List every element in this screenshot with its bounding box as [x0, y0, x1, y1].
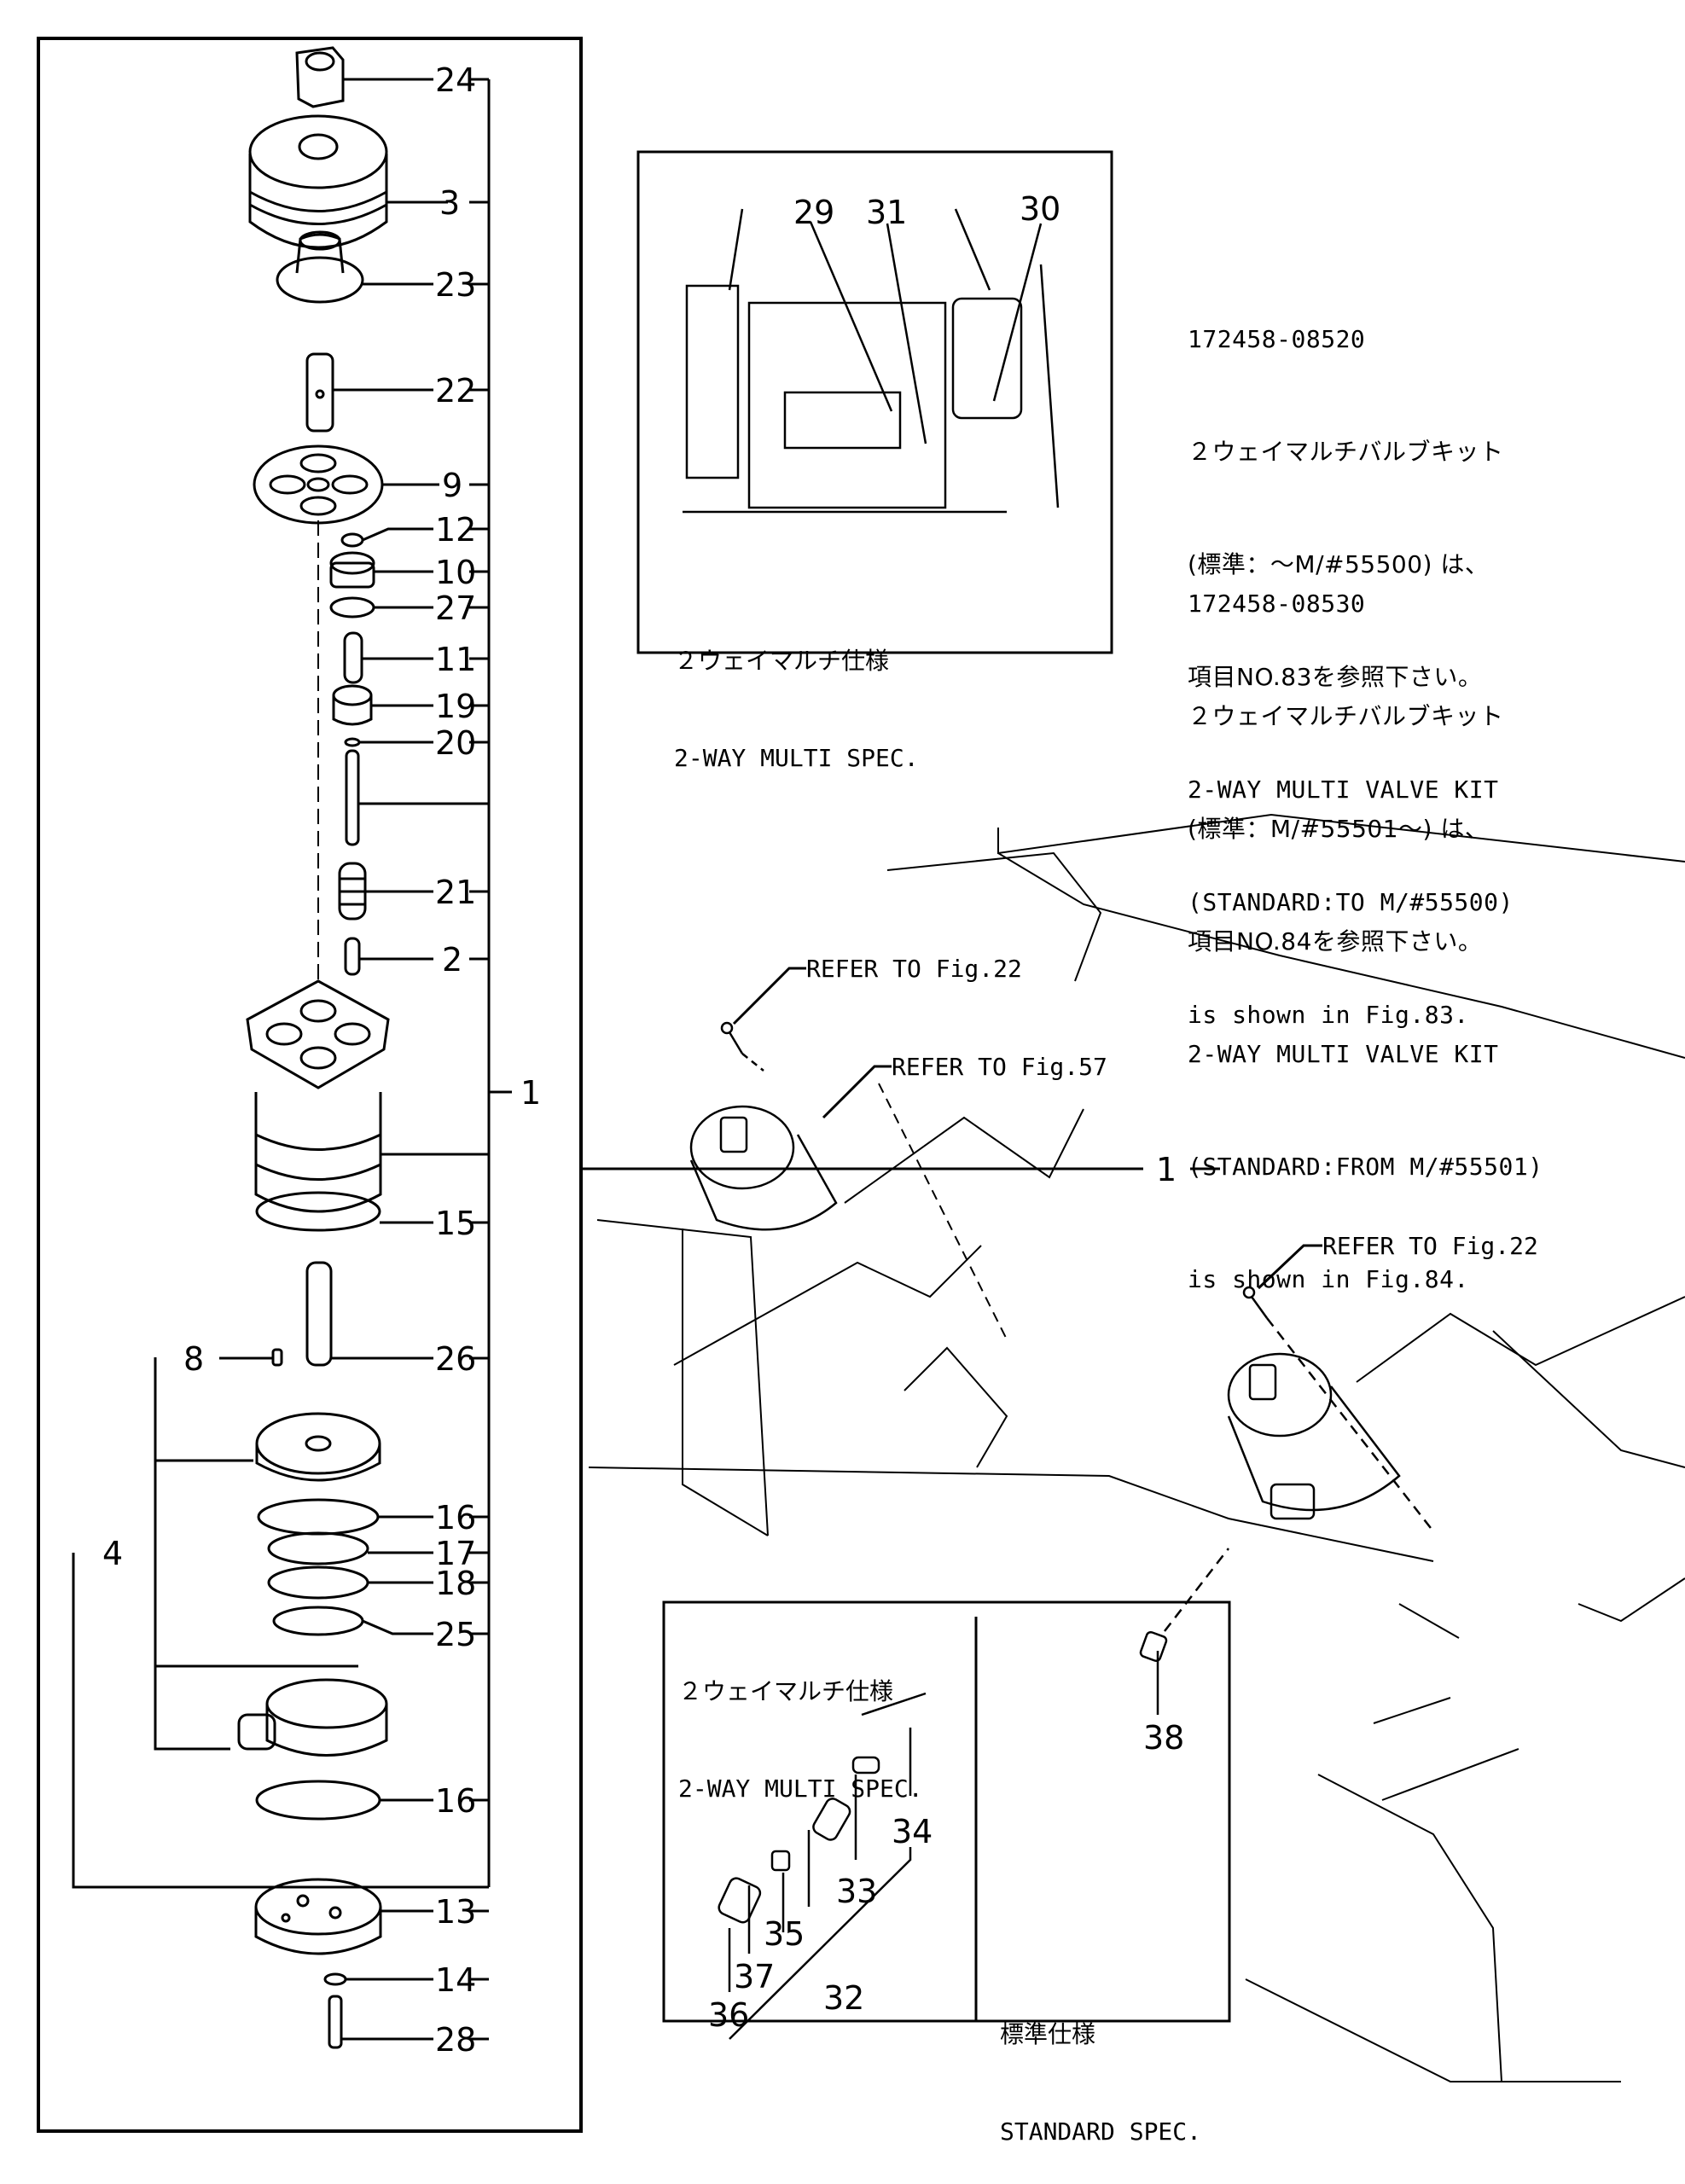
part-4-cover	[255, 1412, 381, 1482]
callout-13: 13	[435, 1893, 476, 1931]
callout-1: 1	[520, 1074, 541, 1112]
callout-8: 8	[183, 1340, 204, 1378]
callout-9: 9	[442, 467, 462, 504]
kit-note-2-line: is shown in Fig.84.	[1188, 1265, 1469, 1293]
kit-note-1: 172458-08520 ２ウェイマルチバルブキット (標準：～M/#55500…	[1188, 246, 1514, 1072]
pilot-valve-lower	[1227, 1352, 1401, 1520]
bottom-inset-right-caption: 標準仕様 STANDARD SPEC.	[1000, 1954, 1201, 2181]
callout-29: 29	[793, 194, 834, 231]
part-28-bolt	[328, 1995, 343, 2049]
callout-35: 35	[764, 1915, 805, 1953]
callout-4: 4	[102, 1535, 123, 1572]
kit-note-2-line: (標準：M/#55501～) は、	[1188, 815, 1490, 843]
pilot-valve-upper	[689, 1105, 838, 1231]
callout-20: 20	[435, 724, 476, 762]
left-panel-frame	[37, 37, 583, 2133]
callout-17: 17	[435, 1535, 476, 1572]
machine-frame-illustration	[588, 813, 1685, 2082]
kit-note-1-part-number: 172458-08520	[1188, 325, 1366, 353]
callout-11: 11	[435, 641, 476, 678]
callout-31: 31	[866, 194, 907, 231]
part-17-o-ring	[267, 1531, 369, 1565]
callout-32: 32	[823, 1979, 864, 2017]
kit-note-1-line: ２ウェイマルチバルブキット	[1188, 438, 1504, 466]
callout-15: 15	[435, 1205, 476, 1242]
bracket-line-4-inner	[154, 1357, 230, 1751]
callout-36: 36	[708, 1996, 749, 2034]
callout-18: 18	[435, 1565, 476, 1602]
part-3-cap	[248, 114, 388, 249]
callout-1-main: 1	[1156, 1151, 1177, 1188]
part-19-guide	[332, 684, 373, 726]
part-spool	[345, 749, 360, 846]
kit-note-2-line: ２ウェイマルチバルブキット	[1188, 702, 1504, 730]
callout-24: 24	[435, 61, 476, 99]
kit-note-2-line: 項目NO.84を参照下さい。	[1188, 927, 1483, 956]
callout-28: 28	[435, 2021, 476, 2059]
callout-23: 23	[435, 266, 476, 304]
callout-16-lower: 16	[435, 1782, 476, 1820]
kit-note-2-part-number: 172458-08530	[1188, 590, 1366, 618]
callout-10: 10	[435, 554, 476, 591]
multi-spec-parts	[718, 1692, 927, 2040]
part-1-body	[246, 979, 390, 1213]
part-23-bushing	[276, 230, 364, 304]
callout-25: 25	[435, 1616, 476, 1653]
callout-27: 27	[435, 590, 476, 627]
bolt-upper	[720, 1021, 764, 1072]
refer-label-fig22-upper: REFER TO Fig.22	[806, 955, 1022, 983]
callout-14: 14	[435, 1961, 476, 1999]
callout-21: 21	[435, 874, 476, 911]
kit-note-1-line: 項目NO.83を参照下さい。	[1188, 663, 1483, 691]
part-collar	[237, 1678, 388, 1757]
kit-note-2-line: 2-WAY MULTI VALVE KIT	[1188, 1040, 1499, 1068]
part-38-plug	[1139, 1548, 1229, 1715]
refer-label-fig57: REFER TO Fig.57	[892, 1053, 1107, 1081]
part-10-seal	[329, 551, 375, 589]
part-24-hex-nut	[295, 46, 345, 108]
top-inset-caption-jp: ２ウェイマルチ仕様	[674, 647, 890, 675]
kit-note-2: 172458-08530 ２ウェイマルチバルブキット (標準：M/#55501～…	[1188, 510, 1543, 1336]
part-22-fitting	[305, 352, 334, 433]
callout-26: 26	[435, 1340, 476, 1378]
callout-33: 33	[836, 1873, 877, 1910]
control-station-illustration	[683, 208, 1060, 514]
part-2-spring	[344, 937, 361, 976]
kit-note-1-line: is shown in Fig.83.	[1188, 1001, 1469, 1029]
kit-note-1-line: (標準：～M/#55500) は、	[1188, 550, 1490, 578]
bottom-inset-left-caption: ２ウェイマルチ仕様 2-WAY MULTI SPEC.	[678, 1611, 923, 1838]
top-inset-frame	[636, 150, 1113, 654]
bracket-line-4	[72, 1553, 489, 1889]
callout-38: 38	[1143, 1719, 1184, 1757]
kit-note-1-line: 2-WAY MULTI VALVE KIT	[1188, 775, 1499, 804]
bottom-inset-frame	[662, 1600, 1231, 2023]
callout-30: 30	[1020, 190, 1060, 228]
part-26-shaft	[305, 1261, 333, 1367]
callout-22: 22	[435, 372, 476, 410]
refer-label-fig22-lower: REFER TO Fig.22	[1322, 1232, 1538, 1260]
part-13-base	[254, 1878, 382, 1955]
callout-3: 3	[439, 184, 460, 222]
callout-12: 12	[435, 511, 476, 549]
top-inset-caption-en: 2-WAY MULTI SPEC.	[674, 744, 919, 772]
kit-note-2-line: (STANDARD:FROM M/#55501)	[1188, 1153, 1543, 1181]
kit-note-1-line: (STANDARD:TO M/#55500)	[1188, 888, 1514, 916]
bottom-inset-right-caption-jp: 標準仕様	[1000, 2020, 1096, 2048]
callout-34: 34	[892, 1813, 933, 1850]
callout-16: 16	[435, 1499, 476, 1536]
callout-19: 19	[435, 688, 476, 725]
callout-2: 2	[442, 941, 462, 979]
bolt-lower	[1242, 1286, 1434, 1532]
part-15-o-ring	[255, 1191, 381, 1232]
callout-37: 37	[734, 1958, 775, 1995]
top-inset-caption: ２ウェイマルチ仕様 2-WAY MULTI SPEC.	[674, 580, 919, 807]
bottom-inset-right-caption-en: STANDARD SPEC.	[1000, 2117, 1202, 2146]
bottom-inset-left-caption-en: 2-WAY MULTI SPEC.	[678, 1774, 923, 1803]
bottom-inset-left-caption-jp: ２ウェイマルチ仕様	[678, 1677, 894, 1705]
